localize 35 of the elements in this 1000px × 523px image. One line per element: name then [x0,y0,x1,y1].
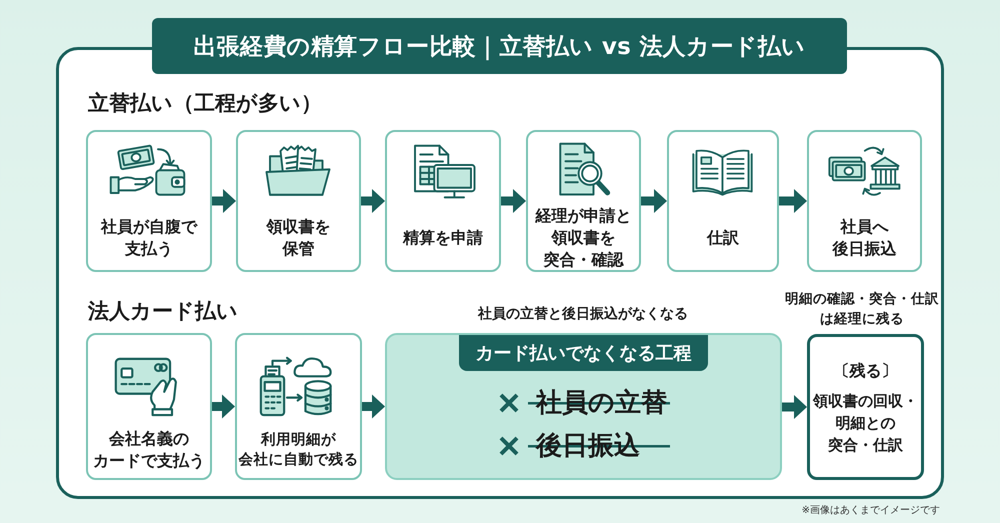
title-banner: 出張経費の精算フロー比較｜立替払い vs 法人カード払い [152,18,847,74]
arrow [779,189,807,213]
arrow [362,394,385,418]
process-box [385,130,501,272]
process-box [807,130,922,272]
highlight-panel [385,333,782,480]
caption-text: 社員の立替と後日振込がなくなる [478,304,688,324]
step-label: 領収書を保管 [266,216,330,260]
step-label: 利用明細が会社に自動で残る [238,430,358,470]
result-box [807,334,924,480]
process-box [526,130,641,272]
arrow [782,395,807,419]
footnote: ※画像はあくまでイメージです [802,505,940,517]
step-label: 仕訳 [707,226,739,249]
arrow [212,189,236,213]
caption-text: 明細の確認・突合・仕訳は経理に残る [785,290,939,329]
step-label: 経理が申請と領収書を突合・確認 [536,204,632,272]
process-box [236,130,361,272]
process-box [667,130,779,272]
step-label: 社員が自腹で支払う [101,216,197,260]
step-label: 精算を申請 [403,226,483,249]
process-box [86,130,212,272]
arrow [361,189,385,213]
arrow [501,189,526,213]
body-text: 領収書の回収・明細との突合・仕訳 [813,391,918,456]
bracket-label: 〔残る〕 [834,360,898,382]
process-box [86,333,212,480]
section-heading: 法人カード払い [88,299,238,324]
arrow [641,189,667,213]
section-heading: 立替払い（工程が多い） [88,91,322,116]
heading-tab: カード払いでなくなる工程 [459,335,708,371]
arrow [212,394,235,418]
step-label: 社員へ後日振込 [832,216,896,260]
step-label: 会社名義のカードで支払う [93,428,205,472]
process-box [235,333,362,480]
